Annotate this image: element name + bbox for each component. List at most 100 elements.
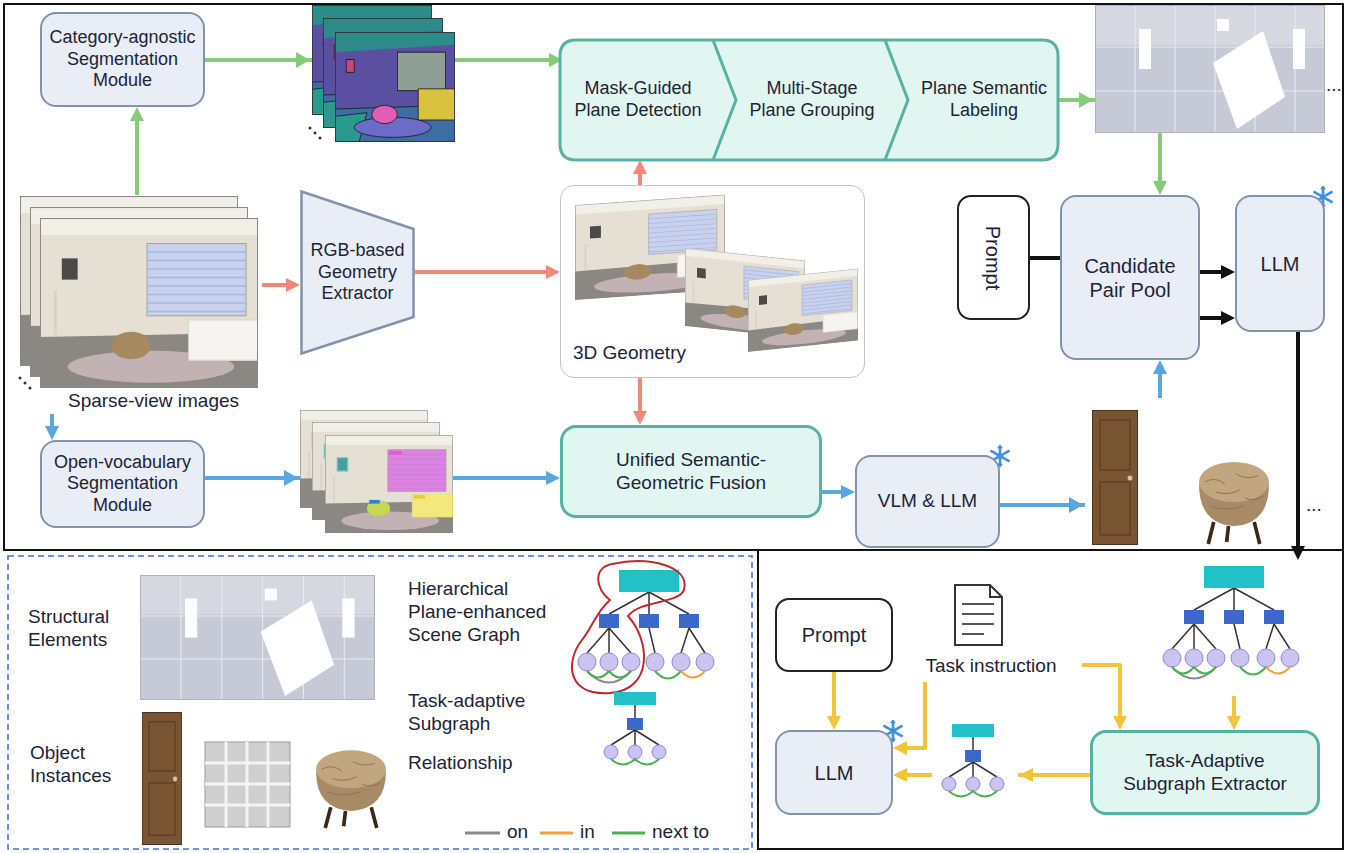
legend-text: on [507, 821, 528, 844]
plane-pipeline-frame [560, 40, 1058, 160]
legend-structural [140, 575, 375, 700]
prompt-box: Prompt [775, 598, 893, 672]
node-text: LLM [815, 761, 854, 785]
legend-objects [205, 742, 290, 827]
legend-objects [142, 712, 181, 844]
extractor-box: Task-Adaptive Subgraph Extractor [1090, 730, 1320, 815]
legend-heading: Structural Elements [28, 606, 140, 652]
node-text: Unified Semantic-Geometric Fusion [599, 449, 784, 495]
object-instances [1085, 398, 1285, 548]
document-icon [955, 585, 1002, 645]
ellipsis: ... [1306, 494, 1322, 517]
llm-box: LLM [1235, 195, 1325, 332]
legend-graph [578, 570, 714, 683]
chevron-step: Mask-Guided Plane Detection [563, 40, 713, 160]
node-text: Prompt [982, 225, 1006, 289]
arrow-heads [1079, 92, 1093, 108]
node-text: Candidate Pair Pool [1078, 254, 1182, 302]
legend-objects [205, 742, 290, 827]
object-instances [1093, 411, 1138, 545]
legend-graph [572, 561, 714, 764]
legend-heading: Task-adaptive Subgraph [408, 690, 563, 736]
input-image-stack [19, 196, 259, 390]
segmentation-stack [314, 132, 317, 135]
legend-structural [140, 575, 375, 700]
arrow-heads [1019, 768, 1033, 782]
open-vocab-stack [325, 435, 453, 533]
legend-heading: Object Instances [30, 742, 135, 788]
legend-objects [316, 750, 386, 828]
input-image-stack [29, 387, 32, 390]
segmentation-stack [319, 137, 322, 140]
legend-text: in [580, 821, 595, 844]
connector-arrow [1200, 270, 1229, 274]
ellipsis: ... [1326, 74, 1342, 97]
legend-graph [604, 692, 666, 765]
task-subgraph [932, 720, 1018, 810]
document-icon [990, 585, 1002, 597]
connector-arrow [638, 378, 642, 419]
process-box: Category-agnostic Segmentation Module [40, 12, 205, 107]
arrow-heads [284, 52, 1305, 782]
legend-line-sample [540, 832, 573, 835]
fusion-box: Unified Semantic-Geometric Fusion [560, 425, 822, 518]
panel-frames [4, 4, 1343, 849]
node-text: LLM [1261, 252, 1300, 276]
document-icon [955, 585, 1002, 645]
arrow-heads [284, 470, 298, 486]
legend-text: next to [652, 821, 709, 844]
connector-arrow [832, 672, 836, 724]
node-text: Multi-Stage Plane Grouping [744, 78, 880, 121]
legend-line-sample [465, 832, 500, 835]
document-icon [962, 604, 994, 634]
process-box: Candidate Pair Pool [1060, 195, 1200, 360]
plane-output-image [1095, 5, 1325, 133]
plane-output-image [1095, 5, 1325, 133]
panel-frames [758, 550, 1343, 849]
input-image-stack [40, 218, 258, 388]
arrow-heads [296, 52, 310, 68]
input-image-stack [24, 382, 27, 385]
plane-pipeline-frame [560, 40, 1058, 160]
trapezoid-outline [302, 192, 414, 354]
geometry-panel: 3D Geometry [560, 185, 865, 378]
node-text: Category-agnostic Segmentation Module [47, 27, 199, 92]
open-vocab-stack [300, 410, 453, 533]
object-instances [1199, 462, 1269, 544]
legend-objects [142, 712, 386, 844]
segmentation-stack [309, 5, 456, 142]
trapezoid-module: RGB-based Geometry Extractor [300, 190, 415, 355]
llm-box: LLM [775, 730, 893, 815]
connector-arrow [415, 270, 554, 274]
chevron-step: Multi-Stage Plane Grouping [742, 40, 882, 160]
geometry-slabs [748, 268, 858, 352]
connector-arrow [1030, 256, 1060, 260]
connector-arrow [1082, 665, 1120, 724]
scene-graph [1140, 556, 1338, 696]
node-text: 3D Geometry [573, 342, 686, 365]
chevron-step: Plane Semantic Labeling [912, 40, 1056, 160]
arrow-heads [1291, 546, 1305, 560]
task-subgraph [932, 720, 1018, 810]
legend-heading: Hierarchical Plane-enhanced Scene Graph [408, 578, 556, 646]
scene-graph [1163, 566, 1299, 679]
panel-frames [4, 4, 1343, 550]
scene-graph [1140, 556, 1338, 696]
node-text: Plane Semantic Labeling [916, 78, 1052, 121]
segmentation-stack [335, 32, 455, 142]
process-box: VLM & LLM [855, 455, 1000, 548]
node-text: Sparse-view images [68, 390, 239, 413]
image-stack: Sparse-view images [15, 195, 262, 414]
node-text: Open-vocabulary Segmentation Module [47, 452, 199, 517]
connector-arrow [1200, 316, 1229, 320]
task-subgraph [942, 724, 1004, 797]
connector-arrow [822, 490, 849, 494]
connector-arrow [262, 283, 294, 287]
geometry-slabs [575, 195, 858, 352]
node-text: VLM & LLM [878, 490, 977, 513]
panel-frames [8, 556, 752, 849]
node-text: RGB-based Geometry Extractor [310, 240, 406, 305]
connector-arrow [899, 682, 925, 748]
node-text: Task-Adaptive Subgraph Extractor [1116, 750, 1294, 796]
legend-heading: Relationship [408, 752, 513, 775]
